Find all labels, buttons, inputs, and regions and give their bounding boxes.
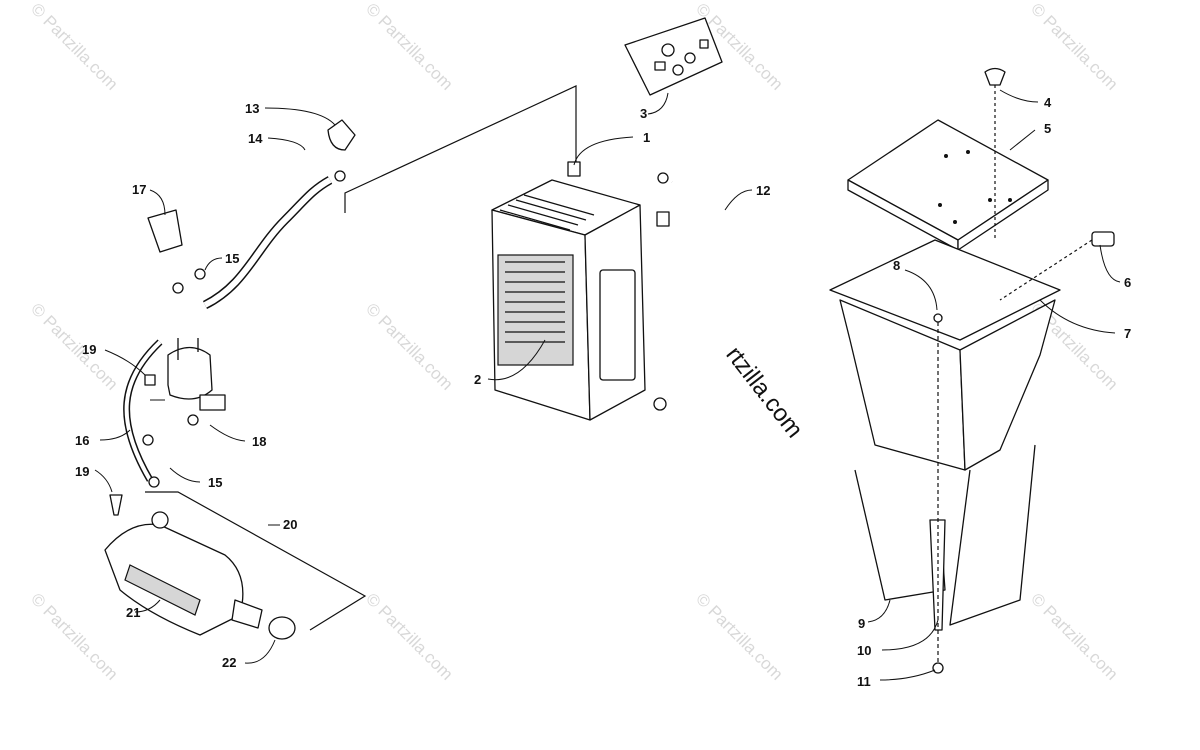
watermark-tile: © Partzilla.com [27, 0, 121, 94]
battery-box [829, 239, 1061, 471]
hardware-bag [624, 17, 723, 96]
callout-15b: 15 [208, 475, 222, 490]
callout-2: 2 [474, 372, 481, 387]
battery [491, 161, 670, 421]
battery-cover [847, 119, 1049, 251]
cable-14 [202, 170, 346, 310]
starter-frame-line [145, 491, 367, 631]
watermark-tile: © Partzilla.com [1027, 0, 1121, 94]
straps [854, 444, 1036, 631]
bolt-19b [109, 494, 123, 516]
callout-19b: 19 [75, 464, 89, 479]
callout-19a: 19 [82, 342, 96, 357]
knob-4 [984, 67, 1006, 86]
callout-8: 8 [893, 258, 900, 273]
callout-16: 16 [75, 433, 89, 448]
callout-17: 17 [132, 182, 146, 197]
callout-1: 1 [643, 130, 650, 145]
callout-3: 3 [640, 106, 647, 121]
callout-6: 6 [1124, 275, 1131, 290]
bolt-19 [144, 374, 156, 386]
watermark-tile: © Partzilla.com [362, 589, 456, 683]
callout-14: 14 [248, 131, 263, 146]
callout-20: 20 [283, 517, 297, 532]
callout-11: 11 [857, 674, 871, 689]
callout-15a: 15 [225, 251, 239, 266]
screw-8 [933, 313, 943, 323]
callout-7: 7 [1124, 326, 1131, 341]
nut-15 [194, 268, 206, 280]
watermark-tile: © Partzilla.com [27, 589, 121, 683]
callout-9: 9 [858, 616, 865, 631]
clip-6 [1091, 231, 1115, 247]
screw-11 [932, 662, 944, 674]
callout-13: 13 [245, 101, 259, 116]
callout-4: 4 [1044, 95, 1052, 110]
callout-labels: 1 2 3 4 5 6 7 8 9 10 11 12 13 14 15 15 1… [75, 95, 1131, 689]
watermark-tile: © Partzilla.com [1027, 589, 1121, 683]
terminal-boot-17 [147, 209, 183, 253]
callout-5: 5 [1044, 121, 1051, 136]
nut-15 [172, 282, 184, 294]
bracket-line [344, 85, 577, 213]
watermark-tile: © Partzilla.com [692, 589, 786, 683]
solenoid [167, 338, 226, 426]
callout-22: 22 [222, 655, 236, 670]
watermark-tile: © Partzilla.com [27, 299, 121, 393]
watermark-tile: © Partzilla.com [362, 299, 456, 393]
callout-10: 10 [857, 643, 871, 658]
watermark-tile: © Partzilla.com [362, 0, 456, 94]
terminal-boot-13 [327, 119, 356, 151]
callout-21: 21 [126, 605, 140, 620]
callout-18: 18 [252, 434, 266, 449]
starter-motor [104, 511, 296, 640]
callout-12: 12 [756, 183, 770, 198]
battery-cable [653, 172, 745, 411]
